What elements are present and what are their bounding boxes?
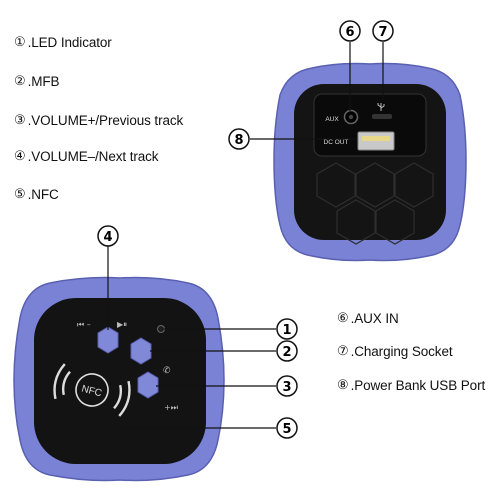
- legend-item-nfc: ⑤.NFC: [14, 186, 59, 202]
- nfc-zone: NFC: [53, 363, 131, 417]
- back-hexagon-pattern: [316, 162, 434, 245]
- legend-item-charging-socket: ⑦.Charging Socket: [337, 343, 453, 359]
- speaker-back-view: AUX DC OUT: [273, 62, 467, 262]
- front-face: [34, 298, 206, 464]
- callout-2: 2: [150, 340, 298, 362]
- volume-down-button[interactable]: [97, 326, 119, 354]
- volume-up-button[interactable]: [137, 371, 159, 399]
- callout-3: 3: [156, 375, 298, 397]
- callout-4: 4: [97, 225, 119, 330]
- port-strip: [313, 93, 427, 157]
- previous-track-icon: ⏮ –: [77, 320, 91, 329]
- svg-text:6: 6: [345, 25, 354, 40]
- svg-text:1: 1: [282, 323, 291, 338]
- nfc-label: NFC: [80, 383, 103, 399]
- callout-1: 1: [164, 318, 298, 340]
- next-track-icon: +⏭: [164, 403, 178, 412]
- phone-icon: ✆: [163, 366, 171, 376]
- legend-item-led-indicator: ①.LED Indicator: [14, 34, 112, 50]
- mfb-button[interactable]: [130, 337, 152, 365]
- legend-item-power-bank-usb: ⑧.Power Bank USB Port: [337, 377, 486, 393]
- usb-icon: [377, 103, 385, 111]
- callout-6: 6: [339, 20, 361, 111]
- micro-usb-port: [372, 114, 392, 119]
- led-indicator: [157, 325, 165, 333]
- svg-text:5: 5: [282, 422, 291, 437]
- legend-item-aux-in: ⑥.AUX IN: [337, 310, 399, 326]
- legend-item-volume-up: ③.VOLUME+/Previous track: [14, 112, 184, 128]
- svg-text:3: 3: [282, 380, 291, 395]
- svg-text:7: 7: [378, 25, 387, 40]
- callout-5: 5: [120, 417, 298, 439]
- callout-8: 8: [228, 128, 356, 150]
- svg-text:2: 2: [282, 345, 291, 360]
- svg-text:8: 8: [234, 133, 243, 148]
- dc-out-label: DC OUT: [324, 139, 349, 146]
- speaker-front-view: ⏮ – ▶⏸ ✆ +⏭ NFC: [13, 276, 225, 482]
- play-pause-icon: ▶⏸: [117, 320, 127, 329]
- aux-label: AUX: [325, 116, 339, 123]
- legend-item-volume-down: ④.VOLUME–/Next track: [14, 148, 159, 164]
- svg-text:4: 4: [103, 230, 112, 245]
- legend-item-mfb: ②.MFB: [14, 73, 60, 89]
- callout-7: 7: [372, 20, 394, 100]
